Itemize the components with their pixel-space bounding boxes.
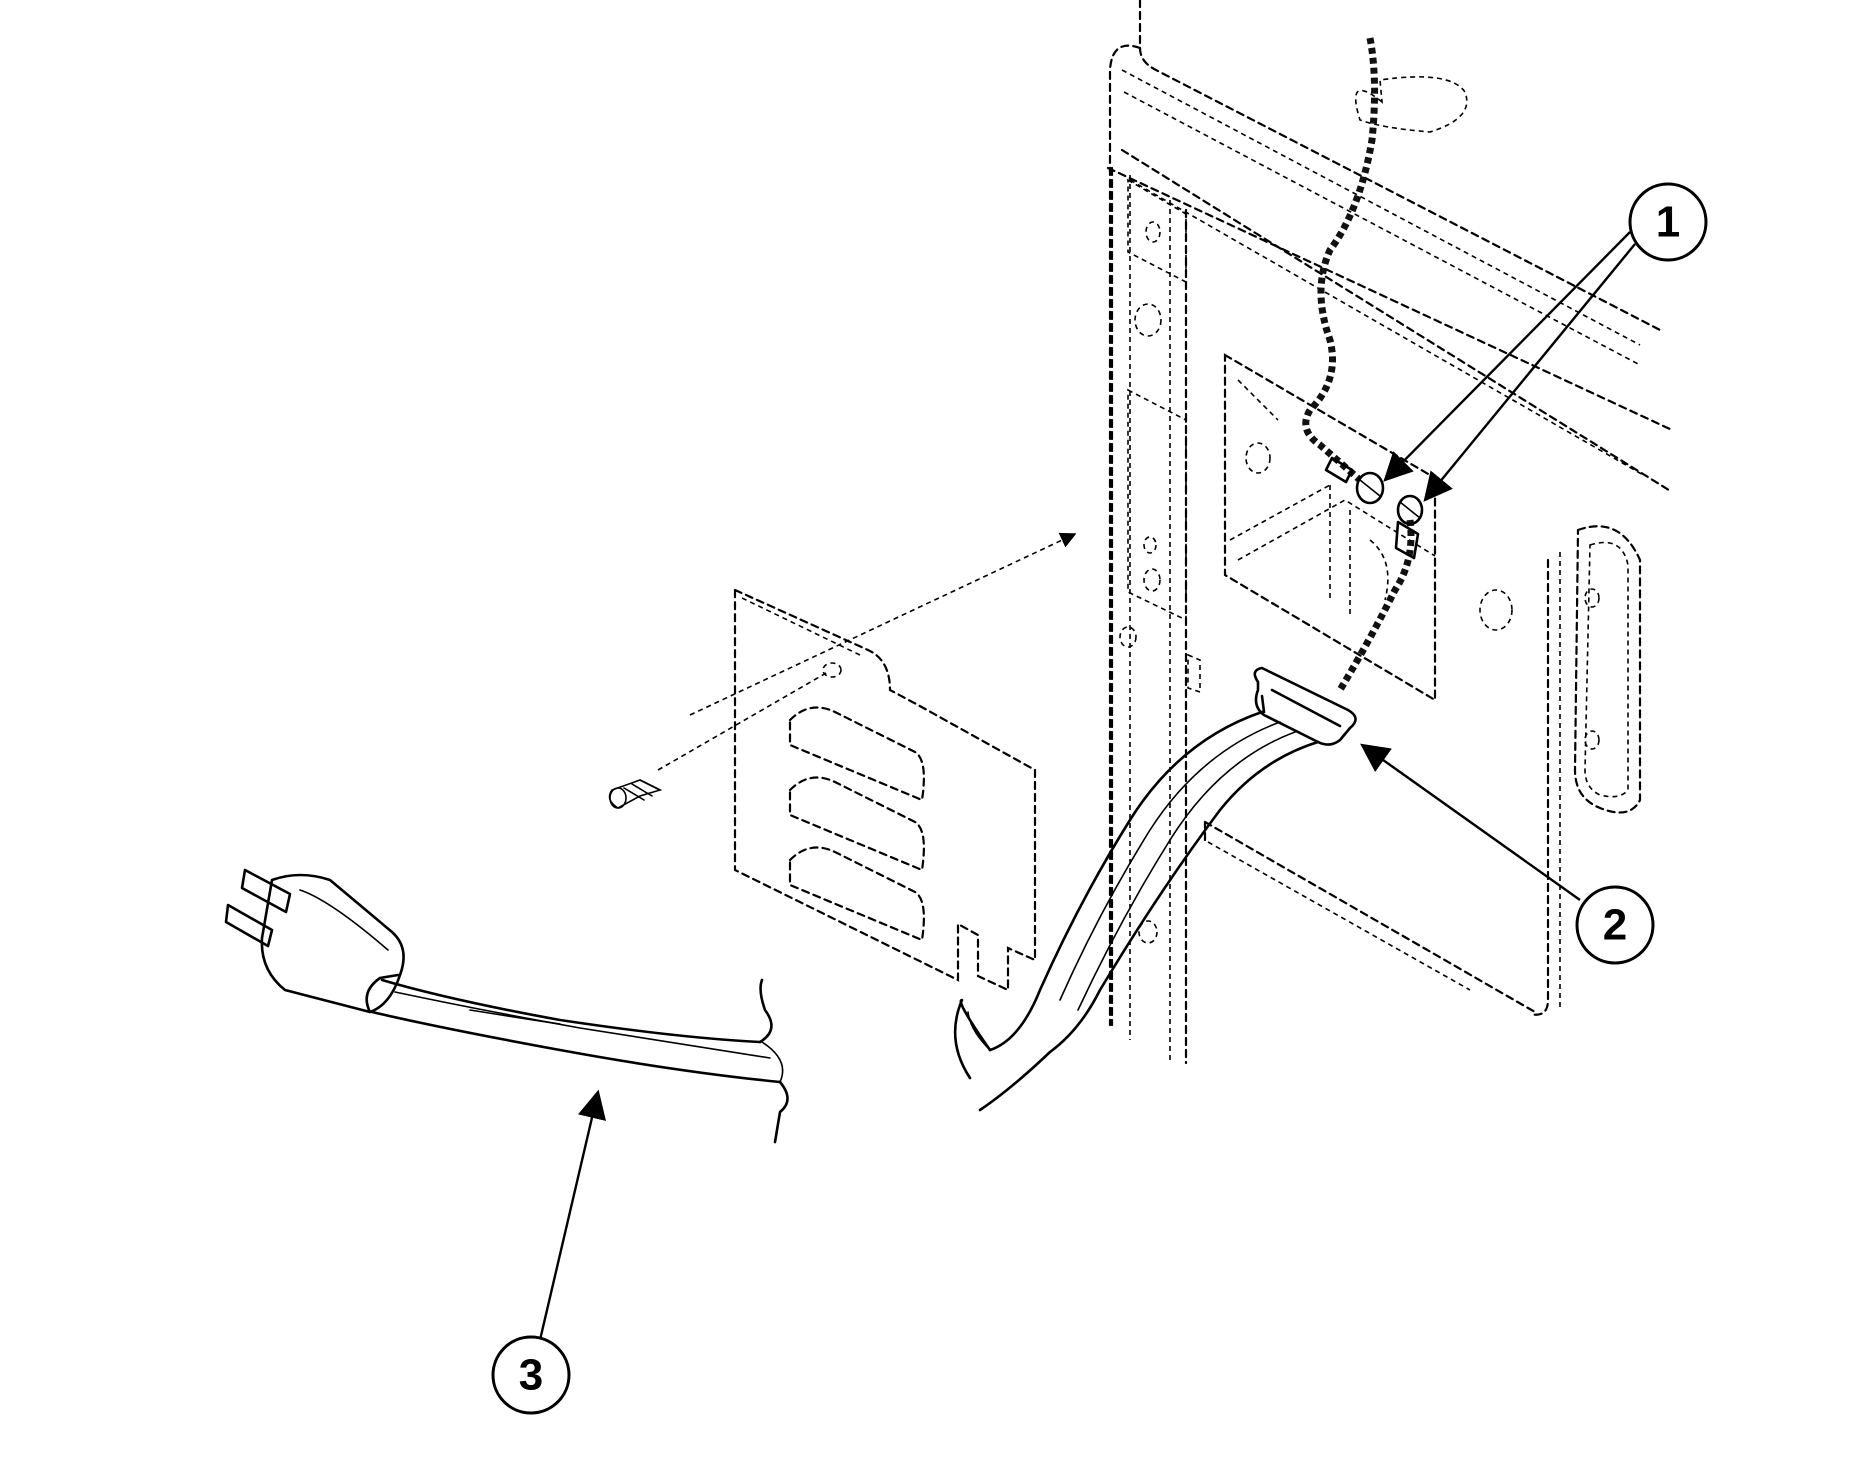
cabinet-cord-icon — [953, 710, 1320, 1112]
callout-3-leader — [538, 1089, 607, 1341]
appliance-rear-panel — [1106, 0, 1674, 1065]
mounting-screw-icon — [608, 779, 663, 809]
callout-1-leaders — [1383, 231, 1636, 502]
callout-3: 3 — [491, 1335, 571, 1415]
strain-relief-grommet-icon — [1253, 666, 1357, 746]
callout-1-label: 1 — [1656, 198, 1680, 247]
callout-1: 1 — [1628, 182, 1708, 262]
callout-2: 2 — [1575, 885, 1655, 965]
power-cord-plug-icon — [224, 868, 789, 1144]
grounding-wire-screws-icon — [1302, 37, 1468, 692]
cover-plate-direction-arrow — [657, 532, 1077, 771]
callout-3-label: 3 — [519, 1351, 543, 1400]
cover-plate — [733, 588, 1037, 992]
callout-2-label: 2 — [1603, 901, 1627, 950]
callout-2-leader — [1360, 743, 1581, 901]
